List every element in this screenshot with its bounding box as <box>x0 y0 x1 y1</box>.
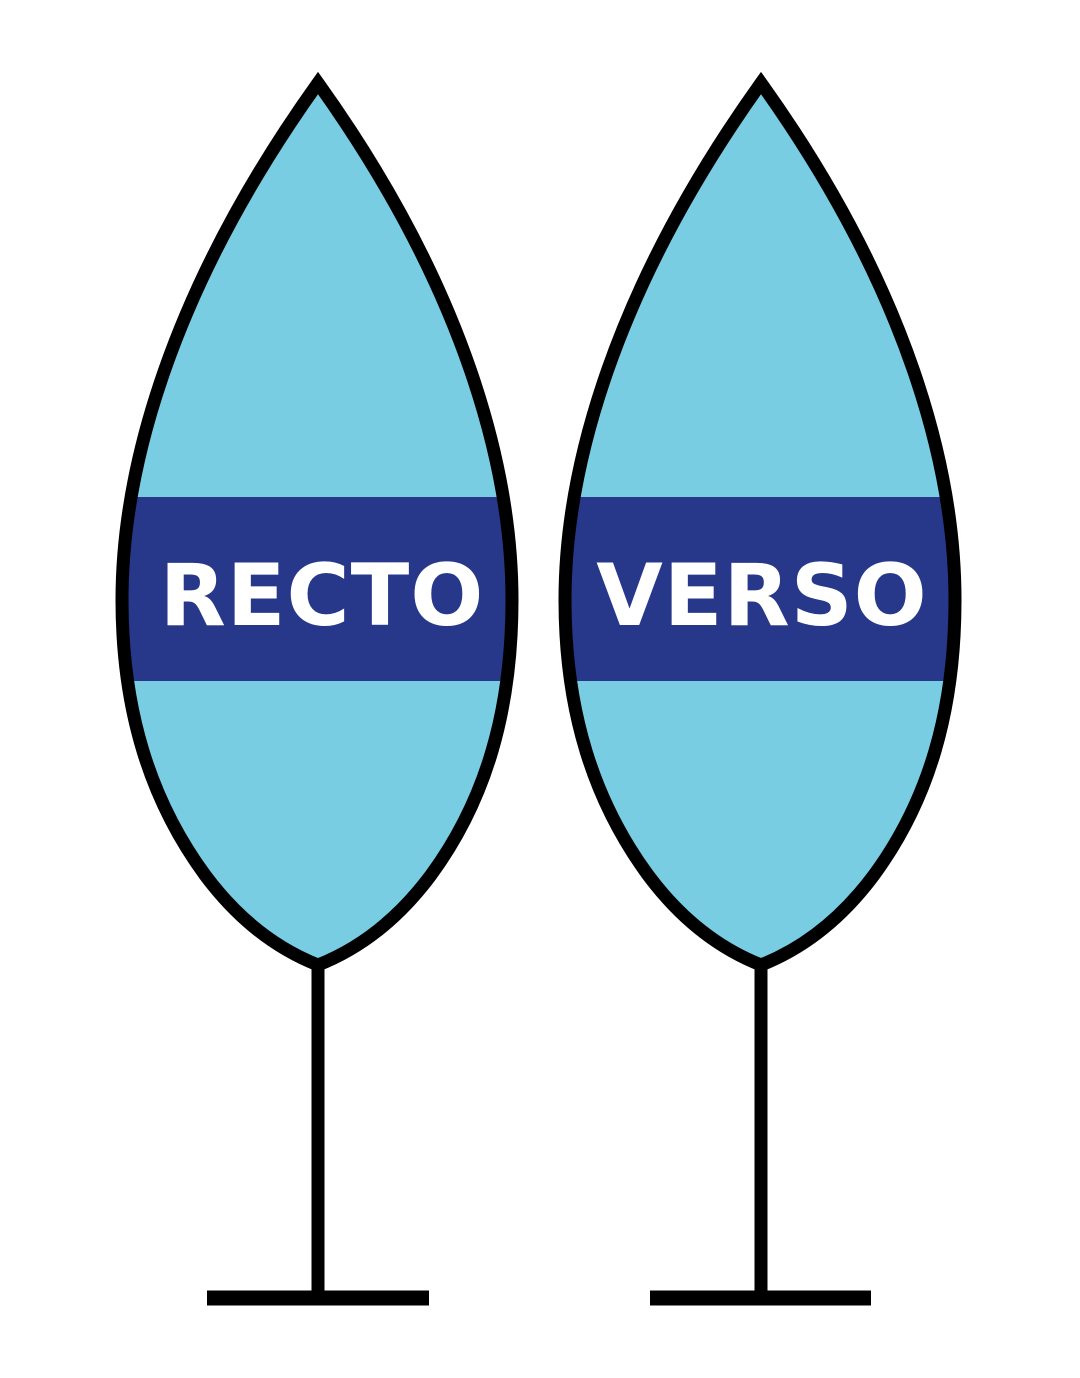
sign-recto: RECTO <box>115 71 519 1306</box>
label-verso: VERSO <box>596 546 928 646</box>
band-verso <box>565 497 955 681</box>
label-recto: RECTO <box>160 546 485 646</box>
sign-verso: VERSO <box>558 71 962 1306</box>
band-recto <box>122 497 512 681</box>
